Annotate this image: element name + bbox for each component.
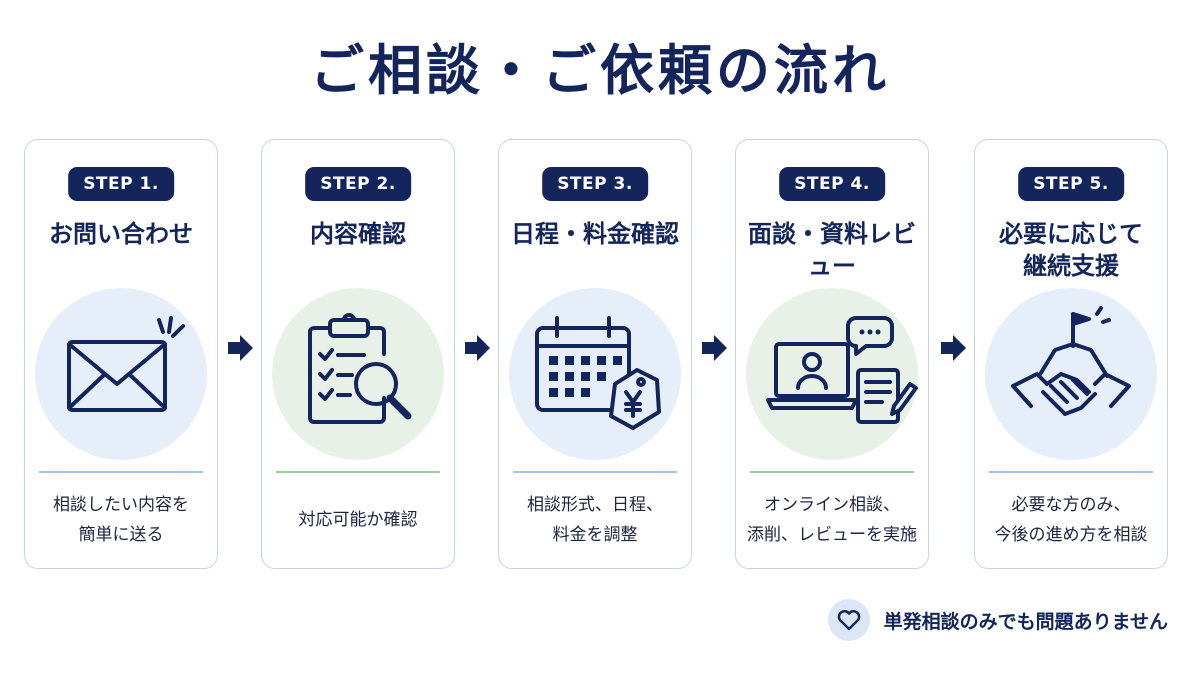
step-description: 必要な方のみ、 今後の進め方を相談 <box>994 495 1148 545</box>
step-card-5: STEP 5. 必要に応じて 継続支援 必要な方のみ、 今後の進め方を相談 <box>974 139 1168 569</box>
step-divider <box>276 471 440 473</box>
reassurance-note: 単発相談のみでも問題ありません <box>827 599 1168 641</box>
step-description: 対応可能か確認 <box>298 510 418 530</box>
step-badge: STEP 2. <box>305 167 411 201</box>
step-divider <box>989 471 1153 473</box>
step-card-2: STEP 2. 内容確認 対応可能か確認 <box>261 139 455 569</box>
step-description: オンライン相談、 添削、レビューを実施 <box>747 495 917 545</box>
handshake-flag-icon <box>985 288 1157 460</box>
step-title: お問い合わせ <box>49 220 193 248</box>
video-call-document-icon <box>746 288 918 460</box>
step-description: 相談形式、日程、 料金を調整 <box>527 495 663 545</box>
step-card-4: STEP 4. 面談・資料レビュー オンライン相談、 添削、レビューを実施 <box>735 139 929 569</box>
step-badge: STEP 3. <box>542 167 648 201</box>
arrow-right-icon <box>702 335 727 361</box>
step-badge: STEP 1. <box>68 167 174 201</box>
arrow-right-icon <box>465 335 490 361</box>
step-divider <box>513 471 677 473</box>
calendar-yen-tag-icon <box>509 288 681 460</box>
step-title: 日程・料金確認 <box>511 220 679 248</box>
arrow-right-icon <box>228 335 253 361</box>
step-card-3: STEP 3. 日程・料金確認 相談形式、日程、 料金を調整 <box>498 139 692 569</box>
arrow-right-icon <box>941 335 966 361</box>
step-divider <box>39 471 203 473</box>
step-divider <box>750 471 914 473</box>
note-text: 単発相談のみでも問題ありません <box>883 610 1168 633</box>
step-badge: STEP 5. <box>1018 167 1124 201</box>
heart-icon <box>827 599 870 641</box>
step-title: 必要に応じて 継続支援 <box>999 220 1143 280</box>
page-title: ご相談・ご依頼の流れ <box>310 39 890 102</box>
step-description: 相談したい内容を 簡単に送る <box>53 495 189 545</box>
step-title: 面談・資料レビュー <box>748 220 916 280</box>
step-title: 内容確認 <box>310 220 406 248</box>
step-card-1: STEP 1. お問い合わせ 相談したい内容を 簡単に送る <box>24 139 218 569</box>
envelope-icon <box>35 288 207 460</box>
step-badge: STEP 4. <box>779 167 885 201</box>
clipboard-magnifier-icon <box>272 288 444 460</box>
